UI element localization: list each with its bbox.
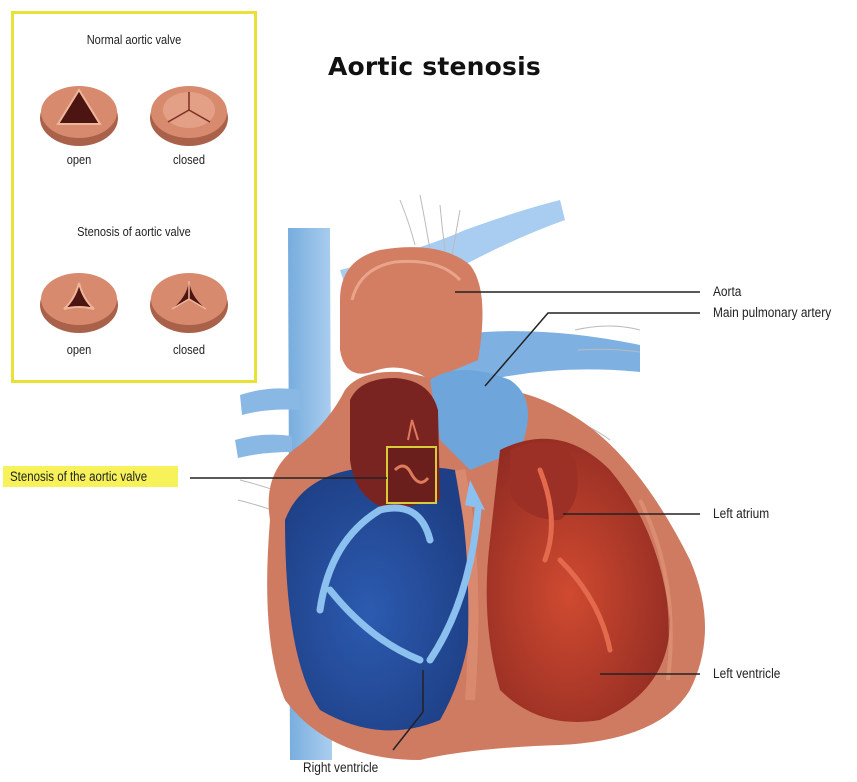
label-stenosis-text: Stenosis of the aortic valve: [10, 469, 147, 484]
normal-valve-closed-image: [148, 82, 230, 148]
stenosis-valve-open-image: [38, 269, 120, 335]
label-right-ventricle: Right ventricle: [303, 760, 378, 775]
normal-valve-heading: Normal aortic valve: [29, 32, 238, 47]
pulmonary-vessel-left-2: [235, 435, 292, 458]
label-aorta: Aorta: [713, 284, 741, 299]
normal-valve-open-image: [38, 82, 120, 148]
label-main-pulmonary-artery: Main pulmonary artery: [713, 305, 831, 320]
label-stenosis-of-aortic-valve: Stenosis of the aortic valve: [3, 466, 178, 487]
label-left-atrium: Left atrium: [713, 506, 769, 521]
stenosis-closed-label: closed: [155, 342, 223, 357]
right-ventricle-chamber: [285, 466, 472, 730]
aorta: [340, 247, 483, 380]
label-left-ventricle: Left ventricle: [713, 666, 780, 681]
stenosis-open-label: open: [45, 342, 113, 357]
normal-closed-label: closed: [155, 152, 223, 167]
page-title: Aortic stenosis: [328, 52, 541, 81]
stenosis-valve-closed-image: [148, 269, 230, 335]
valve-inset-panel: Normal aortic valve open closed Stenosis…: [11, 11, 257, 383]
normal-open-label: open: [45, 152, 113, 167]
stenosis-valve-heading: Stenosis of aortic valve: [29, 224, 238, 239]
